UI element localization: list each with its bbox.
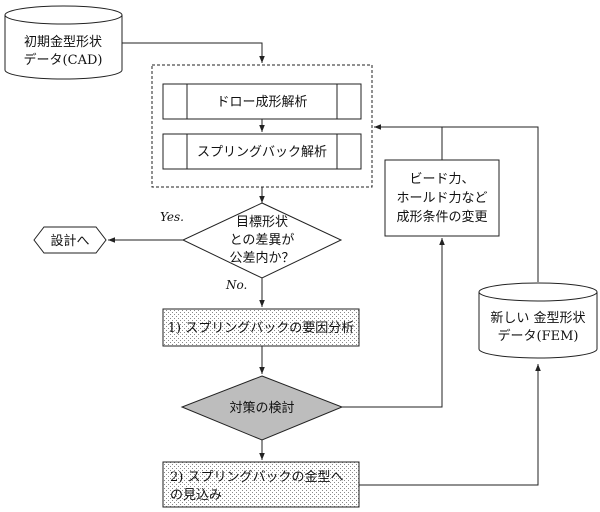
condition-change-box: ビード力、 ホールド力など 成形条件の変更: [384, 159, 500, 237]
draw-analysis-process: ドロー成形解析: [162, 83, 362, 120]
decision-line2: との差異が: [230, 233, 295, 248]
cause-analysis-box: 1) スプリングバックの要因分析: [162, 308, 360, 347]
draw-analysis-label: ドロー成形解析: [216, 95, 307, 110]
decision-line1: 目標形状: [236, 215, 288, 230]
countermeasure-label: 対策の検討: [229, 400, 294, 416]
countermeasure-diamond: 対策の検討: [180, 375, 344, 441]
new-shape-line1: 新しい 金型形状: [490, 310, 585, 326]
edge-countermeasure-to-condition: [342, 238, 445, 408]
to-design-terminal: 設計へ: [33, 226, 107, 254]
condition-line3: 成形条件の変更: [396, 209, 487, 225]
initial-shape-data: 初期金型形状 データ(CAD): [4, 5, 123, 80]
edge-newshape-to-group: [374, 124, 539, 282]
condition-line1: ビード力、: [409, 172, 474, 187]
springback-analysis-label: スプリングバック解析: [197, 145, 327, 160]
edge-compensation-to-newshape: [359, 364, 541, 486]
springback-analysis-process: スプリングバック解析: [162, 133, 362, 170]
cause-analysis-label: 1) スプリングバックの要因分析: [168, 321, 354, 336]
compensation-line2: の見込み: [170, 488, 222, 503]
decision-line3: 公差内か？: [229, 250, 294, 266]
yes-label: Yes.: [160, 210, 184, 224]
compensation-box: 2) スプリングバックの金型へ の見込み: [162, 461, 360, 508]
condition-line2: ホールド力など: [396, 191, 487, 206]
compensation-line1: 2) スプリングバックの金型へ: [170, 469, 343, 485]
tolerance-decision: 目標形状 との差異が 公差内か？: [181, 202, 343, 279]
initial-shape-line2: データ(CAD): [24, 52, 103, 68]
analysis-group: [151, 64, 373, 188]
connectors: [108, 42, 541, 486]
to-design-label: 設計へ: [50, 233, 89, 249]
new-shape-data: 新しい 金型形状 データ(FEM): [478, 282, 598, 359]
initial-shape-line1: 初期金型形状: [24, 34, 102, 50]
new-shape-line2: データ(FEM): [498, 328, 579, 344]
no-label: No.: [225, 278, 247, 292]
edge-initial-to-group: [122, 42, 265, 63]
